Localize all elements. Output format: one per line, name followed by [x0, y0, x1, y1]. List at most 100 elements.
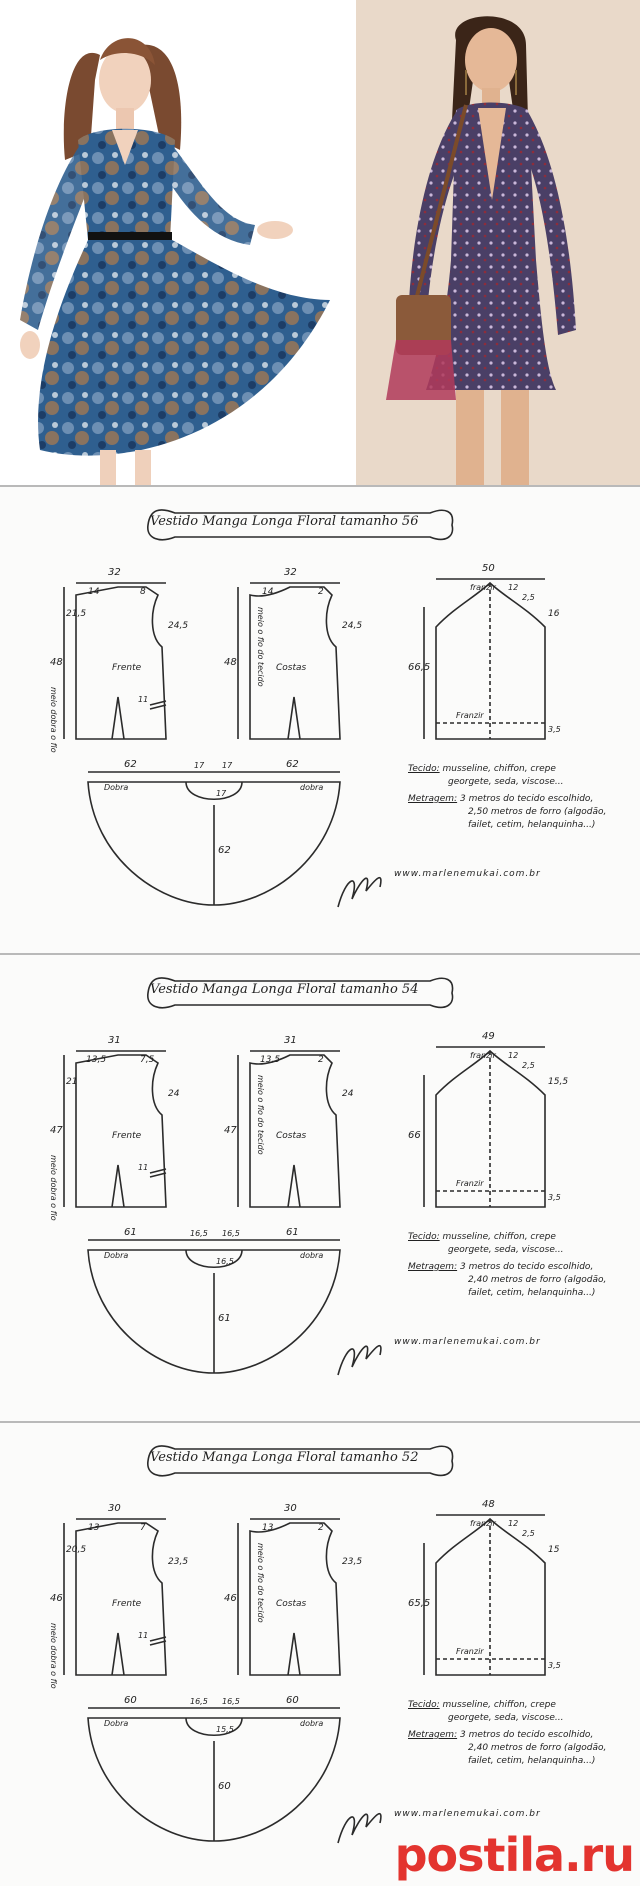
front-length-label: 48 [50, 657, 63, 668]
yardage-line-3: failet, cetim, helanquinha...) [468, 1756, 596, 1766]
back-armhole-label: 24 [342, 1089, 354, 1099]
front-length-label: 46 [50, 1593, 63, 1604]
back-bodice-shape [249, 1522, 341, 1676]
pattern-title: Vestido Manga Longa Floral tamanho 52 [150, 1450, 419, 1465]
yardage-line-2: 2,40 metros de forro (algodão, [468, 1275, 607, 1285]
sleeve-a-label: 12 [508, 1519, 519, 1528]
fabric-label: Tecido: [408, 1232, 440, 1242]
pattern-sheet-3: Vestido Manga Longa Floral tamanho 52 30… [0, 1423, 640, 1886]
front-dart-label: 11 [138, 695, 149, 704]
front-dart-label: 11 [138, 1631, 149, 1640]
yardage-label: Metragem: [408, 1262, 458, 1272]
yardage-line-2: 2,50 metros de forro (algodão, [468, 807, 607, 817]
front-neck-label: 8 [140, 587, 146, 597]
pattern-title: Vestido Manga Longa Floral tamanho 54 [150, 982, 419, 997]
front-width-label: 32 [108, 567, 121, 578]
sleeve-shape [435, 1517, 546, 1676]
yardage-line-1: 3 metros do tecido escolhido, [459, 794, 594, 804]
divider [0, 485, 640, 487]
back-label: Costas [276, 1131, 307, 1141]
front-label: Frente [112, 1599, 142, 1609]
back-armhole-label: 24,5 [342, 621, 363, 631]
sleeve-a-label: 12 [508, 583, 519, 592]
signature-mark [337, 1344, 382, 1376]
front-label: Frente [112, 1131, 142, 1141]
sleeve-bottom-mark: Franzir [456, 711, 484, 720]
fabric-notes: Tecido: musseline, chiffon, crepe george… [408, 1699, 606, 1768]
front-bodice-shape [75, 1522, 167, 1676]
front-shoulder-label: 14 [88, 587, 100, 597]
back-neck-label: 2 [318, 587, 324, 597]
back-label: Costas [276, 663, 307, 673]
front-side-dart [149, 1636, 167, 1646]
skirt-fold-right: dobra [300, 1719, 324, 1728]
front-armhole-label: 24 [168, 1089, 180, 1099]
front-dart [111, 696, 125, 740]
front-length-label: 47 [50, 1125, 63, 1136]
skirt-w2-label: 16,5 [222, 1229, 240, 1238]
sleeve-shape [435, 581, 546, 740]
sleeve-width-label: 48 [482, 1499, 495, 1510]
back-shoulder-label: 13 [262, 1523, 274, 1533]
sleeve-width-label: 49 [482, 1031, 495, 1042]
back-width-label: 31 [284, 1035, 297, 1046]
skirt-right-label: 62 [286, 759, 299, 770]
signature-mark [337, 1812, 382, 1844]
back-bodice-shape [249, 1054, 341, 1208]
sleeve-mark-label: franzir [470, 1051, 496, 1060]
yardage-label: Metragem: [408, 794, 458, 804]
skirt-waist-curve [185, 1249, 243, 1268]
front-fold-label: meio dobra o fio [49, 1155, 58, 1221]
yardage-line-1: 3 metros do tecido escolhido, [459, 1730, 594, 1740]
fabric-notes: Tecido: musseline, chiffon, crepe george… [408, 763, 606, 832]
front-bodice-shape [75, 586, 167, 740]
sleeve-width-label: 50 [482, 563, 495, 574]
photo-strip [0, 0, 640, 485]
front-side-label: 20,5 [66, 1545, 87, 1555]
skirt-right-label: 61 [286, 1227, 299, 1238]
front-label: Frente [112, 663, 142, 673]
title-banner [147, 1445, 454, 1477]
skirt-rise-label: 15,5 [216, 1725, 234, 1734]
back-dart [287, 1164, 301, 1208]
back-width-label: 32 [284, 567, 297, 578]
fabric-label: Tecido: [408, 1700, 440, 1710]
pattern-sheet-2: Vestido Manga Longa Floral tamanho 54 31… [0, 955, 640, 1421]
front-neck-label: 7 [140, 1523, 146, 1533]
sleeve-hem-label: 3,5 [548, 1661, 561, 1670]
back-neck-label: 2 [318, 1523, 324, 1533]
sleeve-bottom-mark: Franzir [456, 1179, 484, 1188]
fabric-line-1: musseline, chiffon, crepe [442, 1700, 556, 1710]
front-shoulder-label: 13,5 [86, 1055, 107, 1065]
yardage-line-1: 3 metros do tecido escolhido, [459, 1262, 594, 1272]
yardage-line-2: 2,40 metros de forro (algodão, [468, 1743, 607, 1753]
back-fold-label: meio o fio do tecido [256, 1075, 265, 1155]
photo-model-purple-print-dress [356, 0, 640, 485]
front-width-label: 30 [108, 1503, 121, 1514]
sleeve-b-label: 2,5 [522, 1529, 535, 1538]
fabric-line-2: georgete, seda, viscose... [448, 1245, 564, 1255]
sleeve-length-label: 65,5 [408, 1598, 431, 1609]
sleeve-length-label: 66 [408, 1130, 421, 1141]
yardage-label: Metragem: [408, 1730, 458, 1740]
skirt-radius-label: 61 [218, 1313, 231, 1324]
website-url: www.marlenemukai.com.br [394, 1337, 541, 1347]
skirt-w2-label: 17 [222, 761, 233, 770]
photo-model-blue-floral-dress [0, 0, 356, 485]
back-dart [287, 696, 301, 740]
skirt-fold-left: Dobra [104, 1251, 129, 1260]
signature-mark [337, 876, 382, 908]
back-length-label: 47 [224, 1125, 237, 1136]
divider [0, 1421, 640, 1423]
sleeve-hem-label: 3,5 [548, 1193, 561, 1202]
fabric-label: Tecido: [408, 764, 440, 774]
fabric-notes: Tecido: musseline, chiffon, crepe george… [408, 1231, 606, 1300]
back-fold-label: meio o fio do tecido [256, 1543, 265, 1623]
skirt-right-label: 60 [286, 1695, 299, 1706]
front-side-label: 21 [66, 1077, 78, 1087]
skirt-fold-right: dobra [300, 1251, 324, 1260]
sleeve-length-label: 66,5 [408, 662, 431, 673]
title-banner [147, 509, 454, 541]
sleeve-cap-label: 16 [548, 609, 560, 619]
sleeve-b-label: 2,5 [522, 593, 535, 602]
